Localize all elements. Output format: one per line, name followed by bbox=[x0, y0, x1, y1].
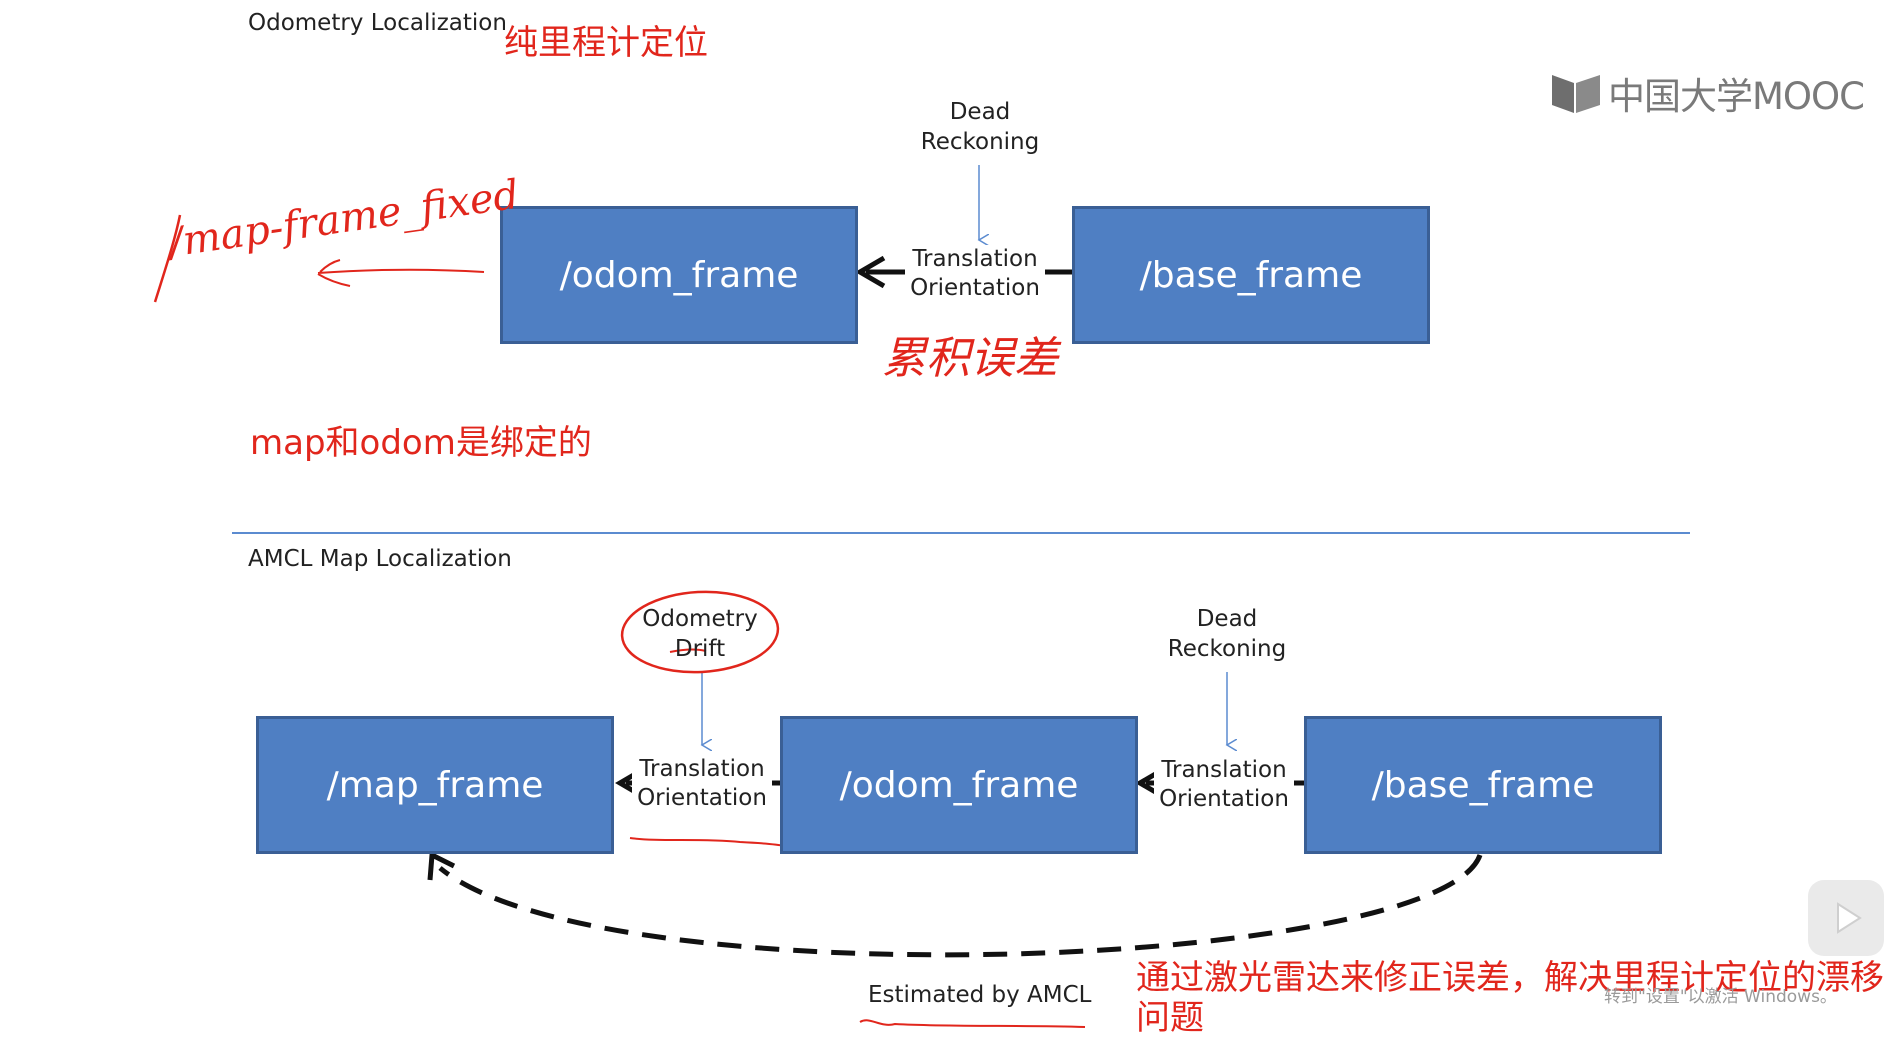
play-button[interactable] bbox=[1808, 880, 1884, 956]
play-icon bbox=[1837, 902, 1862, 934]
top-base-frame-box: /base_frame bbox=[1072, 206, 1430, 344]
handwritten-arrow bbox=[317, 259, 485, 287]
bottom-base-frame-box: /base_frame bbox=[1304, 716, 1662, 854]
drift-circle bbox=[620, 590, 780, 674]
right-transform-label: Translation Orientation bbox=[1154, 756, 1294, 814]
drift-underline bbox=[669, 648, 707, 653]
mooc-logo: 中国大学MOOC bbox=[1550, 66, 1865, 120]
amcl-estimate-arrowhead bbox=[427, 851, 456, 881]
mooc-logo-text: 中国大学MOOC bbox=[1608, 75, 1865, 118]
left-transform-label: Translation Orientation bbox=[632, 755, 772, 813]
map-frame-box: /map_frame bbox=[256, 716, 614, 854]
top-note-cn: 纯里程计定位 bbox=[504, 23, 708, 63]
odometry-drift-label: Odometry Drift bbox=[642, 606, 758, 662]
mooc-book-icon bbox=[1552, 75, 1600, 113]
windows-activation-watermark: 转到"设置"以激活 Windows。 bbox=[1604, 987, 1837, 1007]
amcl-note-line1: 通过激光雷达来修正误差，解决里程计定位的漂移 bbox=[1136, 958, 1884, 998]
orientation-underline bbox=[629, 837, 786, 847]
bottom-dead-reckoning-label: Dead Reckoning bbox=[1167, 606, 1287, 662]
handwritten-accumulated-error: 累积误差 bbox=[882, 333, 1058, 384]
top-section-title: Odometry Localization bbox=[248, 10, 507, 36]
top-dead-reckoning-label: Dead Reckoning bbox=[920, 99, 1040, 155]
binding-note: map和odom是绑定的 bbox=[250, 423, 592, 463]
estimated-by-amcl-label: Estimated by AMCL bbox=[868, 982, 1092, 1008]
bottom-section-title: AMCL Map Localization bbox=[248, 546, 512, 572]
top-odom-frame-box: /odom_frame bbox=[500, 206, 858, 344]
estimated-underline bbox=[859, 1019, 1086, 1028]
handwritten-slash bbox=[153, 214, 182, 303]
bottom-odom-frame-box: /odom_frame bbox=[780, 716, 1138, 854]
amcl-note-line2: 问题 bbox=[1136, 998, 1204, 1038]
amcl-estimate-curve bbox=[438, 854, 1483, 958]
top-transform-label: Translation Orientation bbox=[905, 245, 1045, 303]
